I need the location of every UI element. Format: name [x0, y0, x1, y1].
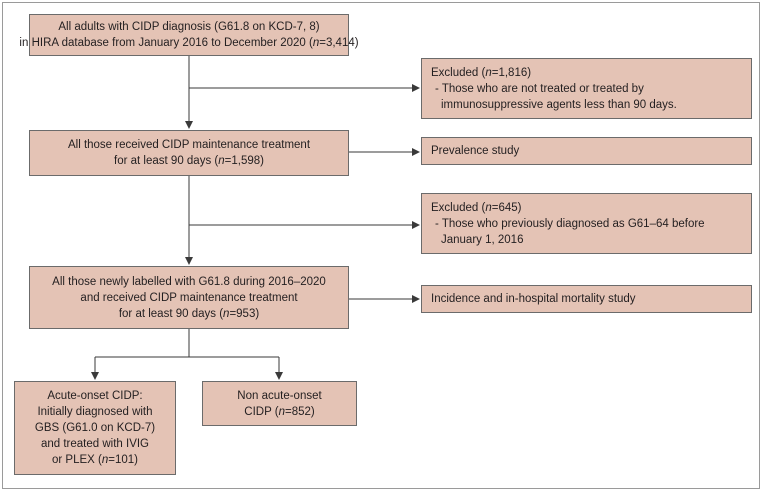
box-acute-onset: Acute-onset CIDP: Initially diagnosed wi…: [14, 381, 176, 475]
box-prevalence-study: Prevalence study: [421, 137, 752, 165]
acute-line2: Initially diagnosed with: [37, 406, 153, 418]
newly-line3: for at least 90 days (n=953): [118, 307, 260, 320]
box-maintenance: All those received CIDP maintenance trea…: [29, 130, 349, 176]
box-excluded-2: Excluded (n=645) - Those who previously …: [421, 193, 752, 254]
excluded-1-reason: - Those who are not treated or treated b…: [435, 83, 677, 111]
newly-line2: and received CIDP maintenance treatment: [80, 291, 298, 304]
acute-line3: GBS (G61.0 on KCD-7): [34, 422, 156, 434]
excluded-2-title: Excluded (n=645): [431, 202, 522, 214]
acute-line1: Acute-onset CIDP:: [47, 390, 143, 402]
incidence-label: Incidence and in-hospital mortality stud…: [431, 293, 636, 305]
acute-line5: or PLEX (n=101): [52, 454, 138, 466]
box-non-acute-onset: Non acute-onset CIDP (n=852): [202, 381, 357, 426]
all-adults-line1: All adults with CIDP diagnosis (G61.8 on…: [58, 21, 320, 33]
box-newly-labelled: All those newly labelled with G61.8 duri…: [29, 266, 349, 329]
maintenance-line1: All those received CIDP maintenance trea…: [67, 139, 311, 151]
non-acute-line2: CIDP (n=852): [244, 405, 315, 418]
box-excluded-1: Excluded (n=1,816) - Those who are not t…: [421, 58, 752, 119]
non-acute-line1: Non acute-onset: [237, 389, 322, 402]
box-incidence-study: Incidence and in-hospital mortality stud…: [421, 285, 752, 313]
all-adults-line2: in HIRA database from January 2016 to De…: [19, 37, 359, 49]
newly-line1: All those newly labelled with G61.8 duri…: [52, 275, 326, 288]
acute-line4: and treated with IVIG: [40, 438, 150, 450]
prevalence-label: Prevalence study: [431, 145, 520, 157]
excluded-2-reason: - Those who previously diagnosed as G61–…: [435, 218, 705, 246]
box-all-adults: All adults with CIDP diagnosis (G61.8 on…: [19, 14, 359, 56]
excluded-1-title: Excluded (n=1,816): [431, 67, 532, 79]
maintenance-line2: for at least 90 days (n=1,598): [114, 155, 264, 167]
